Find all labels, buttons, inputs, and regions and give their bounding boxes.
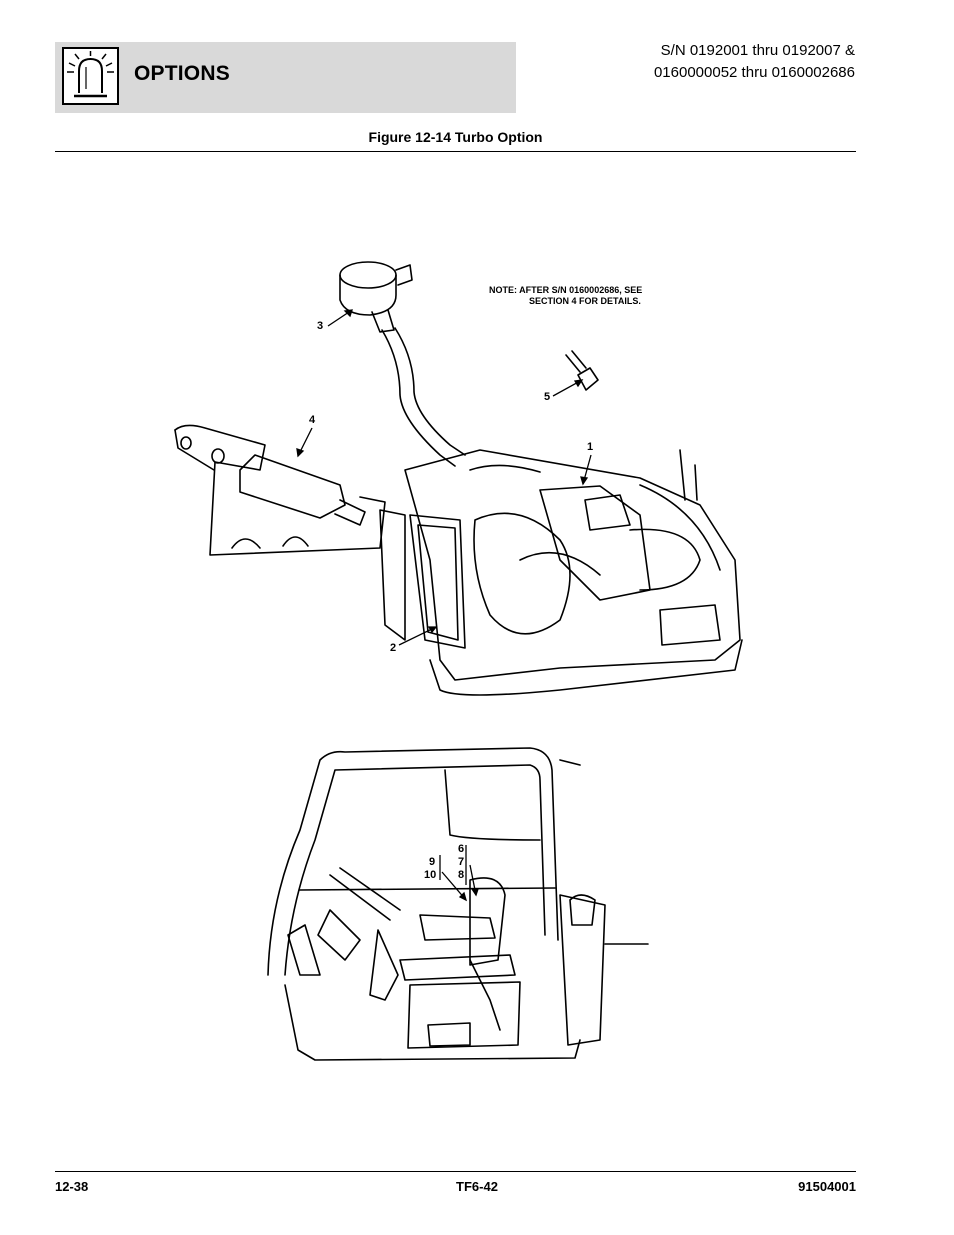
bolt-drawing [565, 350, 599, 391]
callout-7: 7 [458, 856, 465, 868]
serial-range-line-1: S/N 0192001 thru 0192007 & [660, 42, 855, 59]
callout-1: 1 [587, 441, 594, 453]
callout-6: 6 [458, 843, 465, 855]
callout-9: 9 [429, 856, 436, 868]
serial-note: NOTE: AFTER S/N 0160002686, SEE SECTION … [489, 285, 642, 307]
note-line-2: SECTION 4 FOR DETAILS. [529, 296, 641, 306]
serial-range-line-2: 0160000052 thru 0160002686 [653, 64, 855, 81]
callout-3: 3 [317, 320, 324, 332]
header-band [55, 42, 516, 113]
document-number: 91504001 [798, 1179, 856, 1194]
figure-caption: Figure 12-14 Turbo Option [368, 129, 543, 145]
muffler-drawing [174, 424, 386, 556]
callout-8: 8 [458, 869, 465, 881]
cab-drawing [267, 747, 649, 1061]
engine-chassis-drawing [379, 449, 743, 696]
beacon-light-icon [62, 47, 119, 105]
model-name: TF6-42 [456, 1179, 498, 1194]
callout-5: 5 [544, 391, 551, 403]
callout-4: 4 [309, 414, 316, 426]
footer-divider [55, 1171, 856, 1172]
header-divider [55, 151, 856, 152]
callout-10: 10 [424, 869, 437, 881]
callout-leaders [296, 309, 592, 902]
note-line-1: NOTE: AFTER S/N 0160002686, SEE [489, 285, 643, 295]
section-title: OPTIONS [134, 62, 230, 85]
page-number: 12-38 [55, 1179, 89, 1194]
air-cleaner-drawing [339, 261, 466, 467]
callout-2: 2 [390, 642, 397, 654]
